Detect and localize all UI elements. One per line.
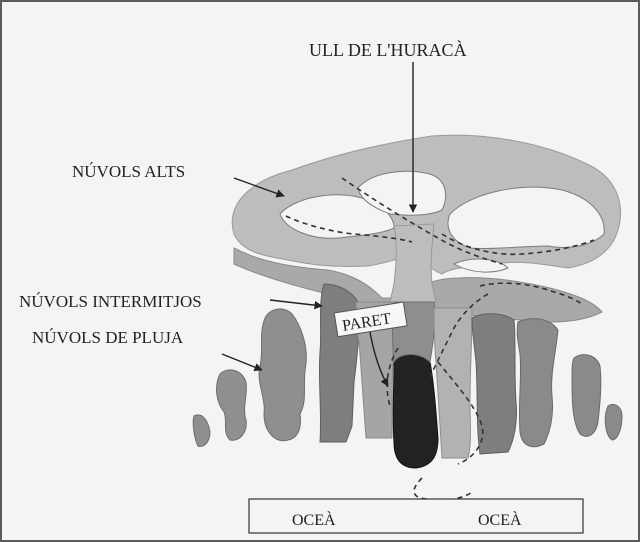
rain-clouds-arrow [222,354,262,370]
rain-cloud-right-3 [605,404,622,440]
ocean-label-right: OCEÀ [478,510,522,529]
dashed-flow-bottom [414,478,472,500]
rain-cloud-right-1 [517,319,558,447]
intermittent-clouds-arrow [270,300,322,306]
high-clouds-label: NÚVOLS ALTS [72,162,185,181]
rain-cloud-left-2 [217,370,247,440]
eye-core [393,355,438,469]
wall-right [434,308,472,458]
rain-cloud-left-3 [259,309,306,441]
eye-label: ULL DE L'HURACÀ [309,39,467,60]
rain-clouds-label: NÚVOLS DE PLUJA [32,328,184,347]
rain-cloud-right-2 [572,355,601,437]
intermittent-tower-right [472,314,517,454]
ocean-label-left: OCEÀ [292,510,336,529]
rain-cloud-small-left [193,415,210,446]
intermittent-tower-left [319,284,358,442]
eye-stem [390,224,436,302]
intermittent-clouds-label: NÚVOLS INTERMITJOS [19,292,202,311]
